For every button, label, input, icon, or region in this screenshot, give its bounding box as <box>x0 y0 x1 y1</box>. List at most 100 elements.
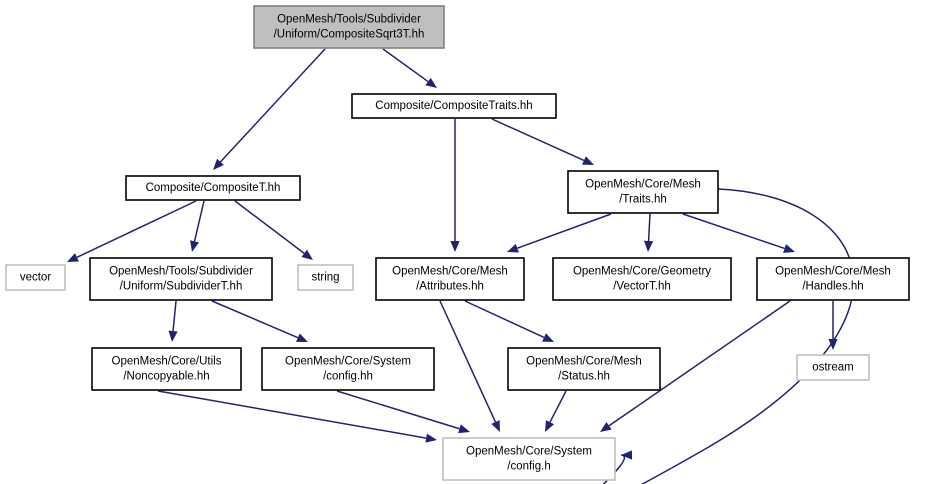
dependency-edge <box>602 188 855 484</box>
graph-node-core_mesh_traits[interactable]: OpenMesh/Core/Mesh/Traits.hh <box>567 170 719 214</box>
node-box[interactable] <box>253 5 445 49</box>
edge-arrowhead <box>582 156 594 165</box>
edge-line <box>682 213 785 250</box>
node-label-line: OpenMesh/Core/Mesh <box>585 179 701 191</box>
node-label-line: OpenMesh/Tools/Subdivider <box>109 266 253 278</box>
dependency-edge <box>213 48 326 170</box>
node-box[interactable] <box>351 93 557 119</box>
edge-arrowhead <box>450 241 460 252</box>
dependency-edge <box>67 200 197 262</box>
node-label-line: /Uniform/CompositeSqrt3T.hh <box>274 29 425 41</box>
node-label-line: OpenMesh/Core/Utils <box>112 356 222 368</box>
edge-arrowhead <box>425 77 437 88</box>
edge-arrowhead <box>213 158 224 170</box>
node-box[interactable] <box>796 354 870 381</box>
dependency-edge <box>491 118 594 165</box>
edge-arrowhead <box>621 450 632 460</box>
node-label-line: OpenMesh/Core/Mesh <box>775 266 891 278</box>
node-label-line: Composite/CompositeT.hh <box>146 182 281 194</box>
edge-line <box>76 200 197 258</box>
graph-node-vector[interactable]: vector <box>5 264 66 291</box>
node-box[interactable] <box>5 264 66 291</box>
edge-arrowhead <box>301 249 313 260</box>
node-label-line: OpenMesh/Tools/Subdivider <box>277 14 421 26</box>
edge-line <box>439 300 497 423</box>
edge-arrowhead <box>425 433 437 443</box>
edge-arrowhead <box>783 244 795 253</box>
edge-arrowhead <box>600 421 612 432</box>
edge-line <box>647 213 651 242</box>
node-box[interactable] <box>261 347 435 391</box>
edge-line <box>517 213 612 249</box>
node-layer: OpenMesh/Tools/Subdivider/Uniform/Compos… <box>5 5 910 481</box>
node-label-line: OpenMesh/Core/System <box>466 446 592 458</box>
node-box[interactable] <box>442 437 616 481</box>
graph-node-composite_t[interactable]: Composite/CompositeT.hh <box>125 175 301 201</box>
edge-line <box>602 188 855 484</box>
edge-line <box>336 390 460 430</box>
edge-line <box>193 200 205 242</box>
edge-arrowhead <box>67 253 79 262</box>
node-label-line: string <box>311 272 339 284</box>
edge-line <box>157 390 427 439</box>
graph-node-core_mesh_handles[interactable]: OpenMesh/Core/Mesh/Handles.hh <box>756 257 910 301</box>
node-label-line: /Noncopyable.hh <box>123 371 209 383</box>
node-box[interactable] <box>567 170 719 214</box>
edge-line <box>172 300 177 332</box>
node-box[interactable] <box>756 257 910 301</box>
node-label-line: OpenMesh/Core/Geometry <box>573 266 711 278</box>
graph-node-core_system_config_hh[interactable]: OpenMesh/Core/System/config.hh <box>261 347 435 391</box>
node-box[interactable] <box>297 264 354 291</box>
edge-line <box>382 48 429 83</box>
edge-arrowhead <box>296 333 308 342</box>
graph-node-composite_traits[interactable]: Composite/CompositeTraits.hh <box>351 93 557 119</box>
dependency-edge <box>464 300 554 342</box>
dependency-edge <box>336 390 470 434</box>
graph-node-core_system_config_h[interactable]: OpenMesh/Core/System/config.h <box>442 437 616 481</box>
graph-node-composite_sqrt3t[interactable]: OpenMesh/Tools/Subdivider/Uniform/Compos… <box>253 5 445 49</box>
edge-line <box>491 118 585 162</box>
edge-line <box>234 200 305 254</box>
dependency-edge <box>168 300 178 342</box>
node-label-line: /VectorT.hh <box>613 281 671 293</box>
node-box[interactable] <box>91 347 242 391</box>
edge-line <box>219 48 326 163</box>
graph-node-core_mesh_status[interactable]: OpenMesh/Core/Mesh/Status.hh <box>507 347 661 391</box>
node-label-line: ostream <box>812 362 854 374</box>
edge-arrowhead <box>458 424 470 434</box>
dependency-edge <box>211 300 308 342</box>
dependency-edge <box>190 200 205 252</box>
graph-node-core_geometry_vectort[interactable]: OpenMesh/Core/Geometry/VectorT.hh <box>552 257 732 301</box>
graph-node-ostream[interactable]: ostream <box>796 354 870 381</box>
dependency-edge <box>382 48 437 88</box>
dependency-edge <box>234 200 313 260</box>
edge-arrowhead <box>828 339 838 350</box>
graph-node-core_utils_noncopyable[interactable]: OpenMesh/Core/Utils/Noncopyable.hh <box>91 347 242 391</box>
edge-line <box>211 300 299 339</box>
edge-line <box>549 390 567 423</box>
graph-node-subdivider_t[interactable]: OpenMesh/Tools/Subdivider/Uniform/Subdiv… <box>89 257 273 301</box>
node-box[interactable] <box>89 257 273 301</box>
dependency-edge <box>545 390 567 432</box>
node-label-line: /config.hh <box>323 371 373 383</box>
edge-line <box>608 300 791 427</box>
node-label-line: /Handles.hh <box>802 281 863 293</box>
graph-node-core_mesh_attributes[interactable]: OpenMesh/Core/Mesh/Attributes.hh <box>375 257 525 301</box>
dependency-edge <box>682 213 795 253</box>
node-label-line: /Attributes.hh <box>416 281 484 293</box>
node-label-line: vector <box>20 272 51 284</box>
node-box[interactable] <box>507 347 661 391</box>
edge-arrowhead <box>190 240 199 252</box>
node-box[interactable] <box>552 257 732 301</box>
node-label-line: /config.h <box>507 461 550 473</box>
dependency-edge <box>507 213 612 253</box>
node-box[interactable] <box>125 175 301 201</box>
node-box[interactable] <box>375 257 525 301</box>
edge-layer <box>67 48 855 484</box>
edge-line <box>464 300 545 339</box>
graph-node-string[interactable]: string <box>297 264 354 291</box>
dependency-edge <box>600 300 791 432</box>
node-label-line: /Status.hh <box>558 371 610 383</box>
